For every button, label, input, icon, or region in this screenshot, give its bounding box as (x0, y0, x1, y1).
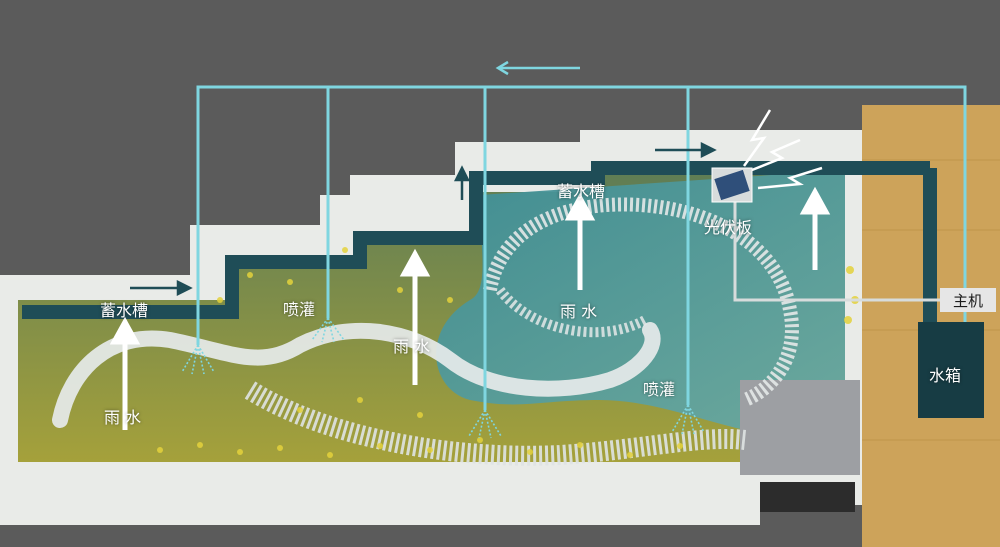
lightning-icon (742, 109, 823, 190)
storage-tank-label-top: 蓄水槽 (557, 182, 606, 201)
curved-bench (244, 381, 747, 466)
rain-label-center: 雨 水 (393, 337, 431, 356)
inner-curve (496, 286, 648, 338)
rain-arrow-icon (564, 192, 596, 290)
winding-path (52, 322, 661, 428)
bench (760, 482, 855, 512)
pond-water (436, 170, 845, 433)
arrow-icon (130, 279, 193, 297)
spray-label-left: 喷灌 (283, 300, 316, 319)
sprinkler-icon (468, 409, 502, 439)
arrow-icon (655, 141, 717, 159)
storage-tank-label-left: 蓄水槽 (100, 301, 149, 320)
solar-panel-icon (711, 167, 753, 203)
sprinkler-icon (671, 404, 705, 435)
pipe-network (196, 85, 967, 410)
flower-dots (157, 247, 859, 458)
arrow-icon (495, 60, 580, 76)
rain-arrow-icon (109, 316, 141, 430)
rain-label-right: 雨 水 (560, 302, 598, 321)
rain-arrow-icon (799, 186, 831, 270)
spray-label-right: 喷灌 (643, 380, 676, 399)
rain-label-left: 雨 水 (104, 408, 142, 427)
sprinkler-icon (311, 317, 345, 343)
rain-arrow-icon (399, 248, 431, 385)
sprinkler-icon (181, 344, 215, 375)
host-box (940, 288, 996, 312)
solar-panel-label: 光伏板 (704, 218, 753, 237)
host-label: 主机 (953, 292, 984, 310)
pond-edge (483, 197, 799, 407)
water-tank-label: 水箱 (929, 366, 962, 385)
arrow-icon (453, 165, 471, 200)
storage-channel (22, 161, 930, 319)
water-tank (918, 322, 984, 418)
